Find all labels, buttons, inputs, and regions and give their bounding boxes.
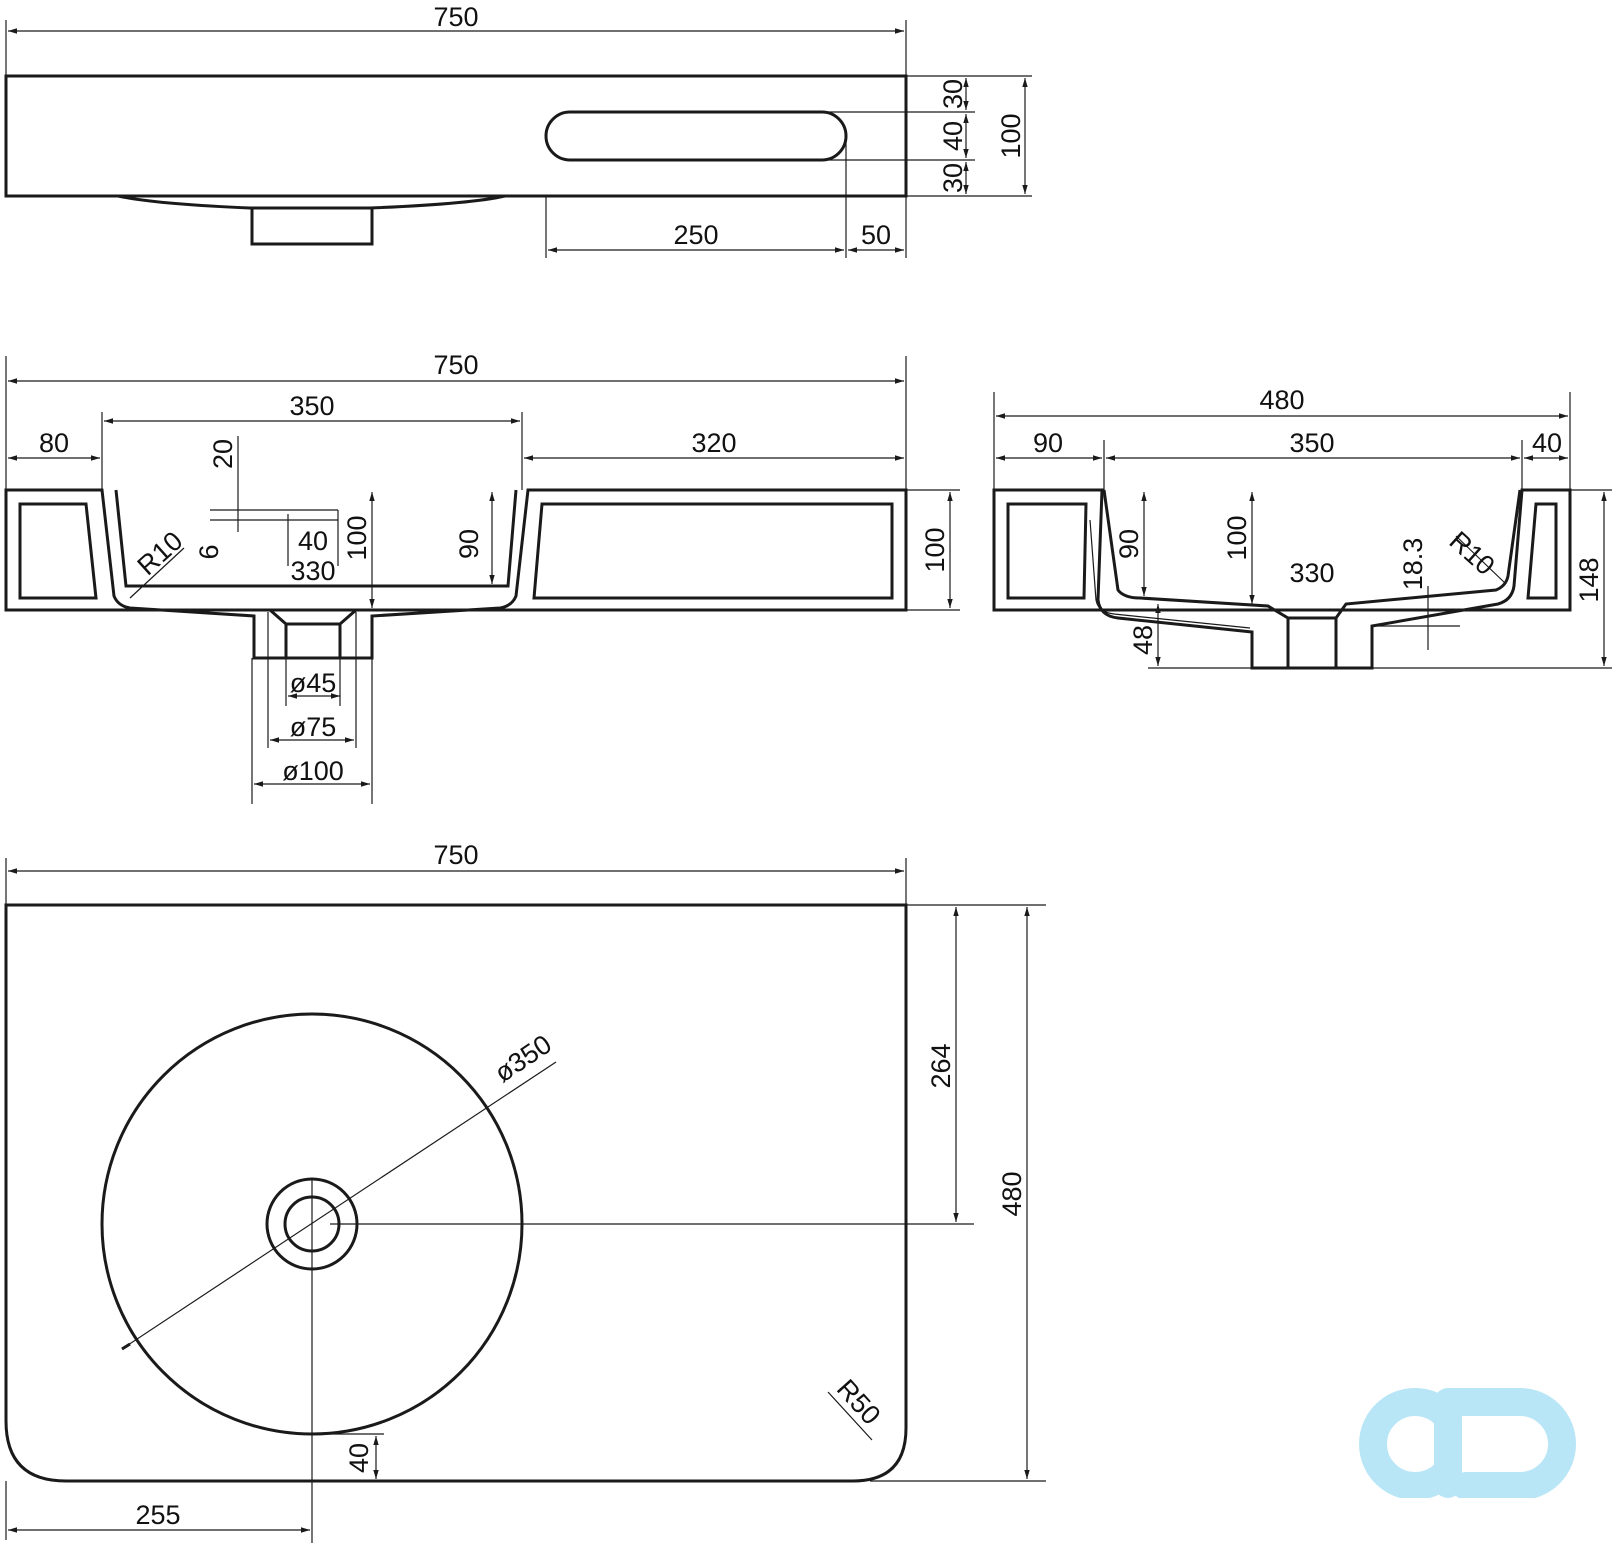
top-outline [4, 903, 908, 1483]
front-bowl-width-label: 350 [289, 391, 334, 421]
side-slot-length-label: 250 [673, 220, 718, 250]
cross-depth-outer-label: 100 [1222, 515, 1252, 560]
cross-total-height-label: 148 [1574, 557, 1604, 602]
side-height-label: 100 [996, 113, 1026, 158]
front-radius-label: R10 [132, 526, 189, 581]
top-front-gap-label: 40 [344, 1443, 374, 1473]
cross-radius-label: R10 [1444, 526, 1501, 581]
top-drain-from-left-label: 255 [135, 1500, 180, 1530]
front-section: 750 350 80 320 20 6 40 330 R10 100 90 10… [4, 350, 960, 804]
front-drain-inner-label: ø45 [290, 668, 337, 698]
front-width-label: 750 [433, 350, 478, 380]
cross-front-margin-label: 90 [1033, 428, 1063, 458]
front-overflow-length-label: 40 [298, 526, 328, 556]
cross-depth-inner-label: 90 [1114, 529, 1144, 559]
top-view: 750 ø350 264 480 40 255 R50 [4, 840, 1046, 1543]
cross-slope-label: 18.3 [1398, 538, 1428, 591]
top-width-label: 750 [433, 840, 478, 870]
side-slot-end-label: 50 [861, 220, 891, 250]
front-depth-inner-label: 90 [454, 529, 484, 559]
front-bowl-bottom-label: 330 [290, 556, 335, 586]
front-drain-seat [269, 608, 357, 626]
cd-logo-icon [1359, 1388, 1576, 1498]
cross-bowl-width-label: 350 [1289, 428, 1334, 458]
side-offset-bottom-label: 30 [938, 163, 968, 193]
cross-depth-label: 480 [1259, 385, 1304, 415]
cross-front-cavity [1006, 502, 1088, 600]
front-left-cavity [18, 502, 98, 600]
cross-outline [992, 488, 1572, 670]
side-body [4, 74, 908, 198]
front-overflow-height-label: 20 [208, 439, 238, 469]
front-right-cavity [532, 502, 894, 600]
side-drain [250, 206, 374, 246]
top-drain-from-back-label: 264 [926, 1043, 956, 1088]
cross-back-margin-label: 40 [1532, 428, 1562, 458]
front-overflow-gap-label: 6 [194, 544, 224, 559]
front-drain-mid-label: ø75 [290, 712, 337, 742]
cross-section: 480 90 350 40 90 100 330 18.3 R10 148 48 [992, 385, 1612, 670]
front-depth-outer-label: 100 [342, 515, 372, 560]
front-height-label: 100 [920, 527, 950, 572]
front-bowl-inner [114, 489, 518, 588]
side-basin-bottom [117, 194, 506, 210]
front-outline [4, 488, 908, 660]
side-slot [544, 110, 848, 162]
cross-overflow-channel [1089, 519, 1251, 629]
cross-back-cavity [1526, 502, 1558, 600]
side-slot-height-label: 40 [938, 121, 968, 151]
cross-drain-height-label: 48 [1128, 625, 1158, 655]
cross-bowl-bottom-label: 330 [1289, 558, 1334, 588]
side-width-label: 750 [433, 2, 478, 32]
side-offset-top-label: 30 [938, 79, 968, 109]
front-left-margin-label: 80 [39, 428, 69, 458]
top-basin-diameter-label: ø350 [489, 1029, 557, 1088]
top-corner-radius-label: R50 [831, 1374, 886, 1431]
top-depth-label: 480 [997, 1171, 1027, 1216]
front-drain-outer-label: ø100 [282, 756, 344, 786]
side-view: 750 30 40 30 100 250 50 [4, 2, 1032, 258]
front-right-margin-label: 320 [691, 428, 736, 458]
cross-bowl-inner [1102, 489, 1522, 620]
